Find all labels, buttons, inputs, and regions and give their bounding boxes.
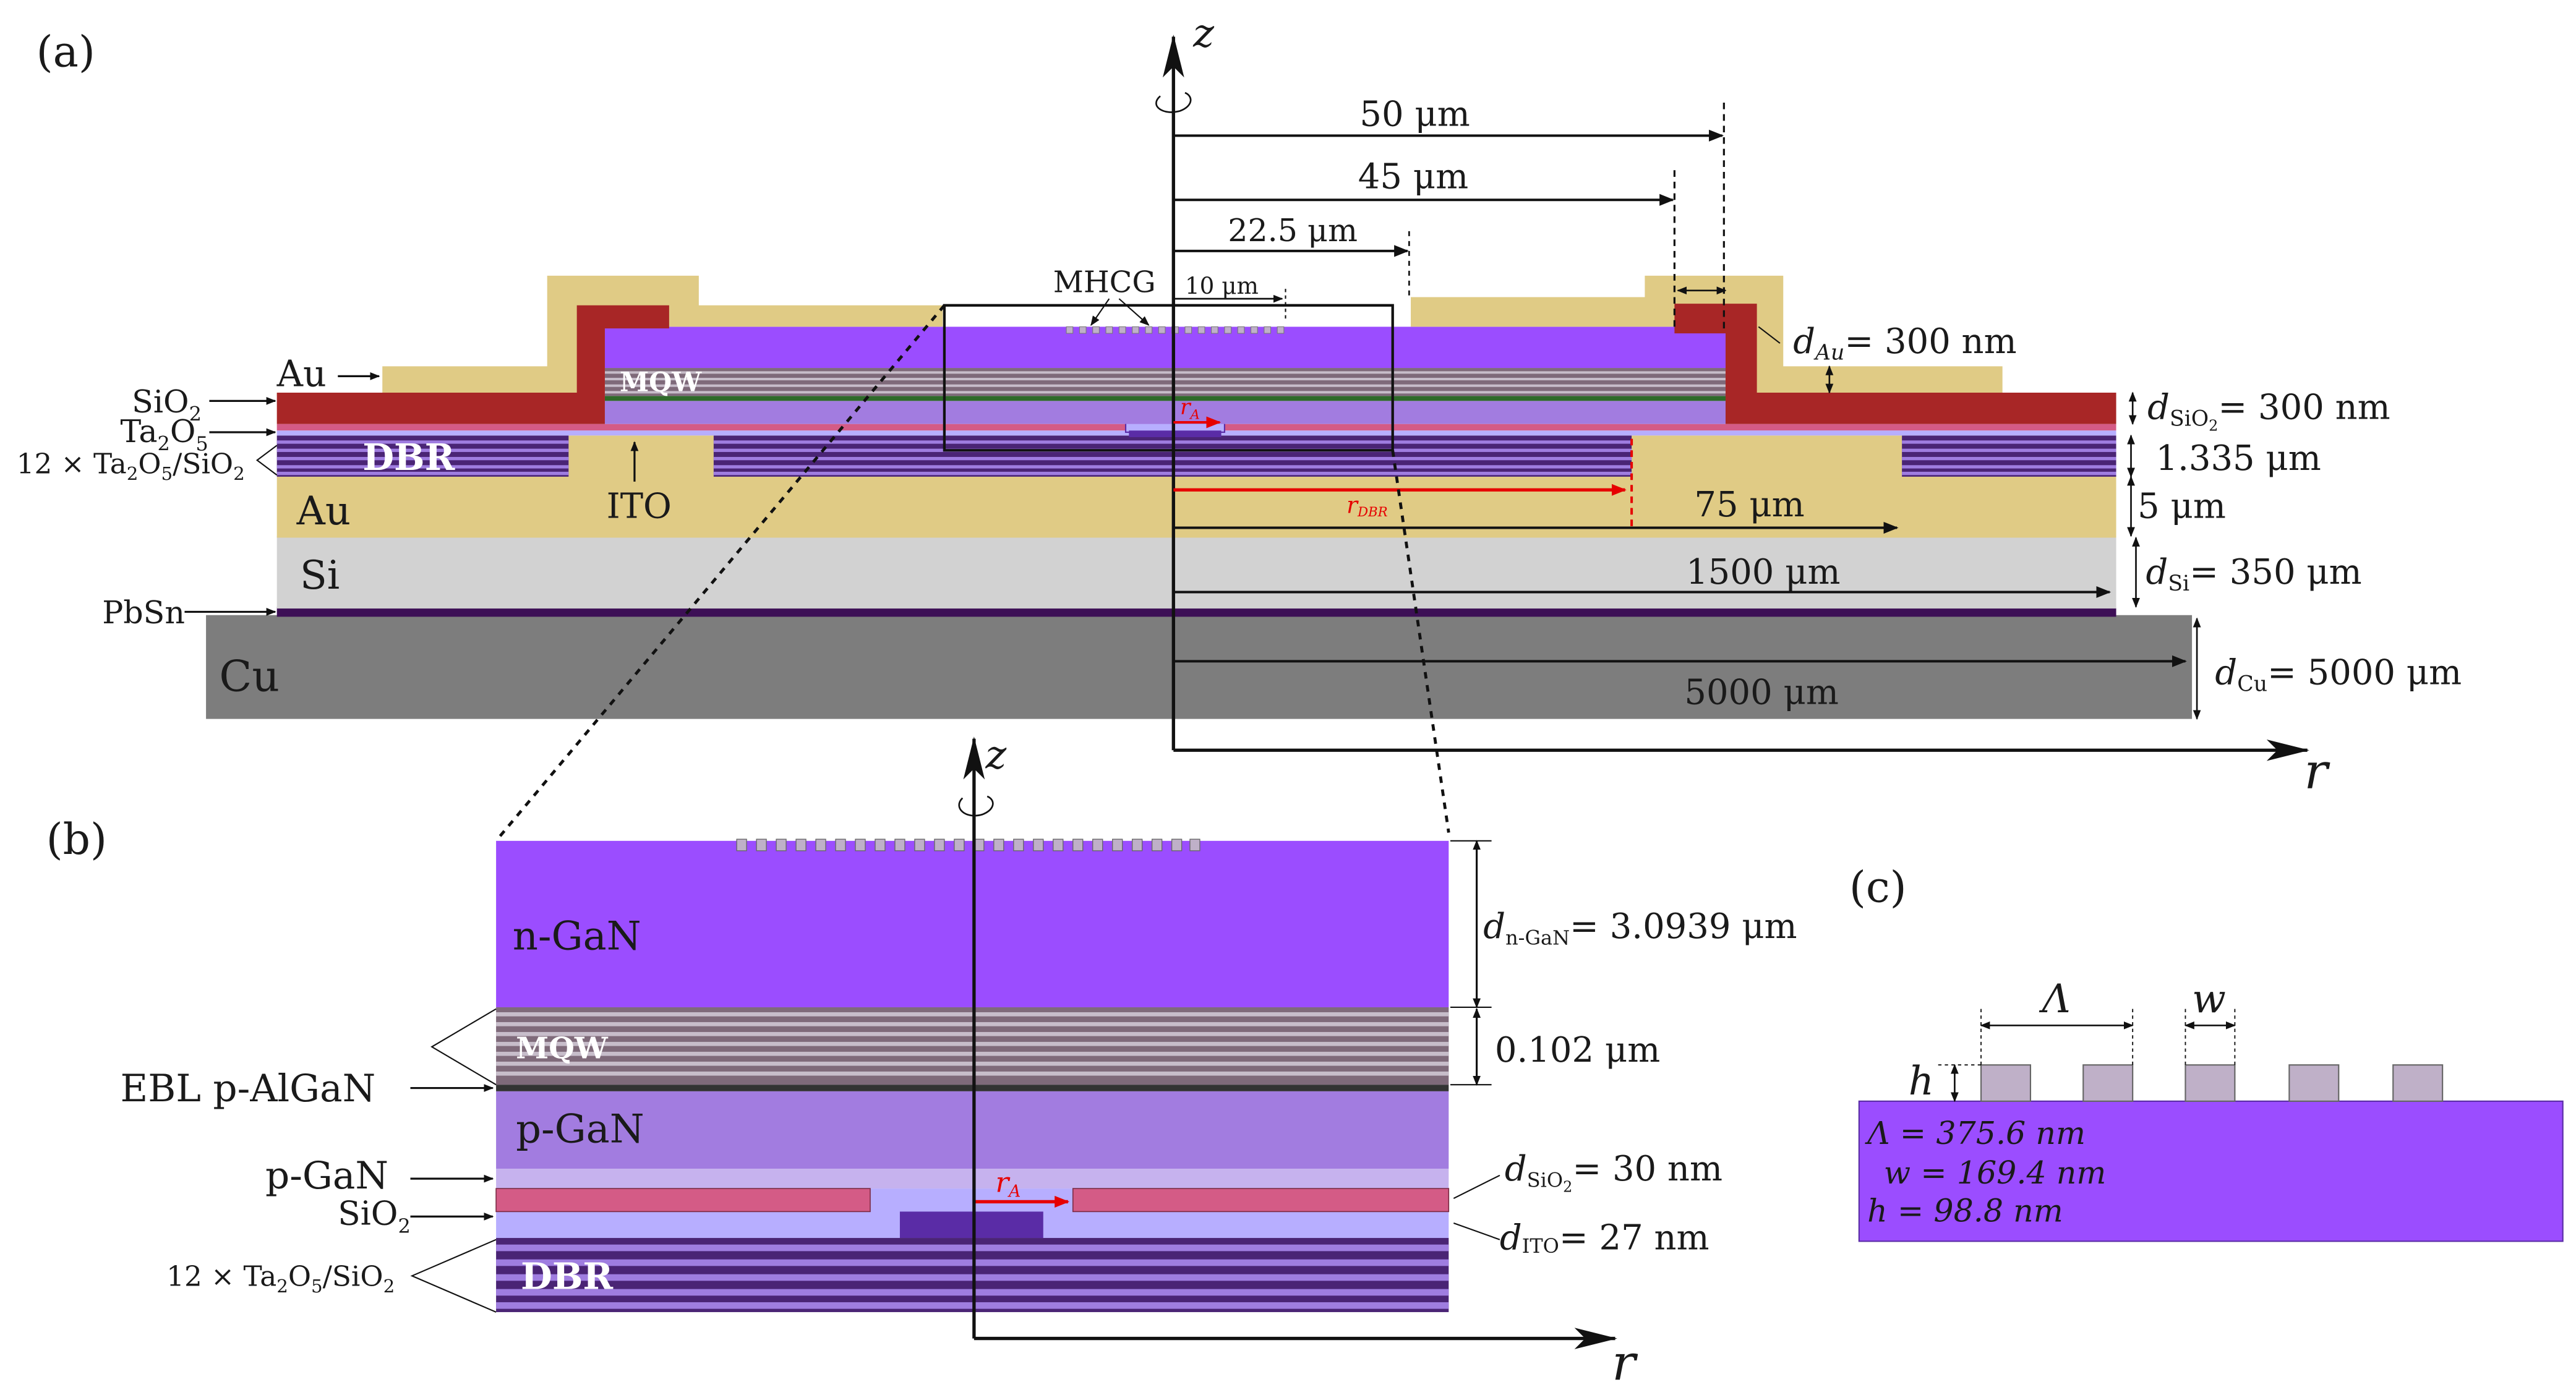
- panel-b: (b) n-GaN: [46, 733, 1797, 1392]
- dbr-label-b: DBR: [521, 1255, 614, 1298]
- panel-c: (c) Λ w h Λ = 375.6 nm w = 169.4 nm h = …: [1849, 863, 2564, 1242]
- r-a-label-a: rA: [1180, 395, 1200, 423]
- period-symbol: Λ: [2039, 976, 2071, 1022]
- dim-10-label: 10 μm: [1185, 272, 1259, 299]
- d-ngan-label: dn-GaN= 3.0939 μm: [1483, 907, 1797, 950]
- dim-45-label: 45 μm: [1358, 157, 1468, 197]
- cu-label: Cu: [219, 652, 280, 701]
- dbr-label-a: DBR: [362, 436, 455, 479]
- rotation-symbol-b: [958, 795, 994, 817]
- d-si-label: dSi= 350 μm: [2146, 552, 2362, 596]
- dim-75-label: 75 μm: [1694, 485, 1804, 525]
- pbsn-layer: [276, 607, 2116, 617]
- sio2-label-a: SiO2: [132, 383, 202, 425]
- au-top-label: Au: [276, 352, 327, 395]
- ebl-layer: [604, 396, 1726, 401]
- au-gap-left: [568, 435, 714, 479]
- height-value: h = 98.8 nm: [1867, 1192, 2063, 1229]
- mhcg-pointer-2: [1118, 298, 1150, 326]
- zoom-line-left: [495, 304, 946, 842]
- r-axis-b-label: r: [1612, 1334, 1638, 1391]
- d-sio2-pointer-b: [1453, 1174, 1500, 1200]
- pgan-layer: [604, 401, 1726, 424]
- r-axis-a-label: r: [2304, 743, 2330, 800]
- dim-22-label: 22.5 μm: [1228, 212, 1358, 249]
- ebl-label: EBL p-AlGaN: [121, 1067, 376, 1111]
- grating-teeth-c: [1980, 1064, 2444, 1102]
- zoom-box: [943, 304, 1394, 452]
- dbr-stack-label-b: 12 × Ta2O5/SiO2: [166, 1260, 395, 1297]
- dim-5000-label: 5000 μm: [1684, 673, 1839, 713]
- pbsn-label: PbSn: [102, 594, 185, 631]
- au-top-contact-right: [1411, 275, 2003, 393]
- period-value: Λ = 375.6 nm: [1865, 1115, 2086, 1151]
- dbr-bracket-b: [410, 1239, 497, 1313]
- d-au-pointer: [1758, 326, 1781, 344]
- au-bottom-label: Au: [296, 488, 351, 534]
- pgan-label-b: p-GaN: [516, 1106, 644, 1152]
- mhcg-pointer-1: [1090, 298, 1110, 326]
- d-sio2-label-a: dSiO2= 300 nm: [2147, 388, 2390, 435]
- mhcg-grating-b: [736, 838, 1200, 851]
- mhcg-grating-a: [1066, 326, 1285, 334]
- r-dbr-label: rDBR: [1346, 492, 1388, 520]
- si-layer: [276, 535, 2116, 609]
- ito-block-b: [899, 1211, 1043, 1239]
- d-ito-label: dITO= 27 nm: [1500, 1218, 1709, 1258]
- grating-substrate-c: [1858, 1100, 2564, 1242]
- panel-c-label: (c): [1849, 863, 1907, 912]
- au-thk-label: 5 μm: [2137, 487, 2226, 527]
- panel-b-label: (b): [46, 815, 107, 864]
- dim-50-label: 50 μm: [1359, 94, 1470, 134]
- ngan-label-b: n-GaN: [513, 914, 641, 960]
- dbr-stack-right: [1902, 435, 2116, 477]
- height-symbol: h: [1909, 1059, 1934, 1104]
- d-sio2-label-b: dSiO2= 30 nm: [1505, 1149, 1722, 1196]
- mqw-thk-label-b: 0.102 μm: [1495, 1030, 1660, 1070]
- pgan-left-label: p-GaN: [265, 1154, 388, 1198]
- panel-a-label: (a): [36, 27, 95, 77]
- width-symbol: w: [2192, 976, 2226, 1022]
- au-top-contact-left: [276, 275, 943, 396]
- zoom-line-right: [1391, 450, 1450, 833]
- r-a-label-b: rA: [996, 1166, 1021, 1201]
- rotation-symbol-a: [1155, 92, 1192, 113]
- mqw-bracket-b: [430, 1008, 497, 1086]
- panel-a: (a): [17, 11, 2462, 800]
- cu-layer: [206, 615, 2193, 719]
- d-ito-pointer: [1453, 1222, 1500, 1240]
- width-value: w = 169.4 nm: [1884, 1154, 2107, 1191]
- ta2o5-label-a: Ta2O5: [121, 413, 208, 455]
- au-contact-left: [276, 305, 669, 424]
- au-contact-right: [1674, 304, 2116, 424]
- ta2o5-left-b: [495, 1188, 871, 1213]
- au-gap-right: [1632, 435, 1902, 479]
- mhcg-label: MHCG: [1053, 265, 1156, 299]
- mqw-label-b: MQW: [516, 1031, 609, 1066]
- d-au-label: dAu= 300 nm: [1793, 322, 2016, 365]
- dim-1500-label: 1500 μm: [1686, 552, 1841, 592]
- z-axis-a-label: z: [1192, 11, 1214, 56]
- d-cu-label: dCu= 5000 μm: [2215, 653, 2462, 697]
- ta2o5-right-b: [1072, 1188, 1450, 1213]
- dbr-stack-label-a: 12 × Ta2O5/SiO2: [17, 448, 245, 485]
- z-axis-b-label: z: [985, 733, 1007, 779]
- mqw-stack-a: [604, 368, 1726, 396]
- mqw-label-a: MQW: [620, 367, 702, 398]
- si-label: Si: [300, 553, 340, 599]
- ito-label: ITO: [607, 487, 672, 527]
- dbr-thk-label: 1.335 μm: [2155, 438, 2321, 479]
- dbr-stack-left: [276, 435, 569, 477]
- sio2-left-label-b: SiO2: [338, 1195, 411, 1238]
- dbr-stack-bracket-a: [255, 445, 278, 476]
